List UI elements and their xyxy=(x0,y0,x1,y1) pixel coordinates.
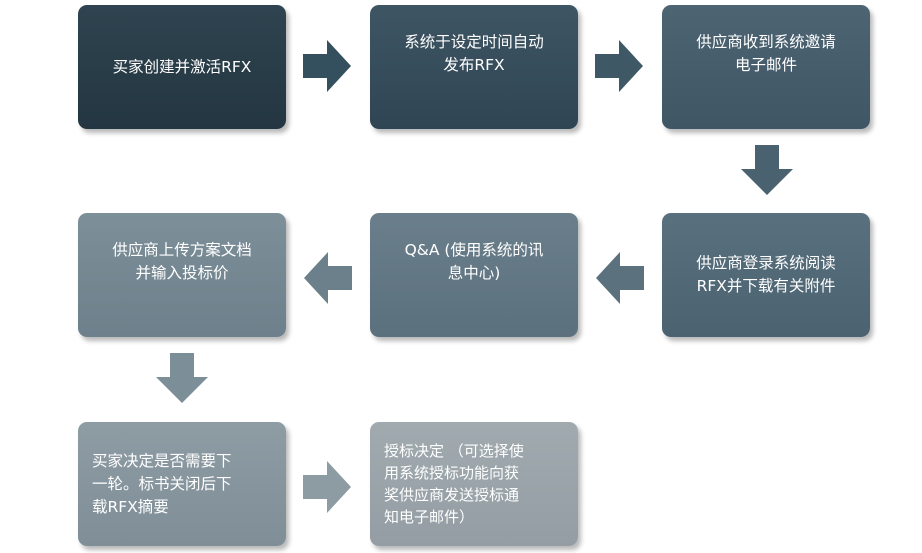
step-supplier-upload: 供应商上传方案文档 并输入投标价 xyxy=(78,213,286,337)
step-award: 授标决定 （可选择使 用系统授标功能向获 奖供应商发送授标通 知电子邮件） xyxy=(370,422,578,546)
arrow-left-icon xyxy=(304,252,352,304)
arrow-right-icon xyxy=(303,40,351,92)
arrow-right-icon xyxy=(303,461,351,513)
step-system-publish-text: 系统于设定时间自动 发布RFX xyxy=(404,33,544,74)
step-supplier-receive: 供应商收到系统邀请 电子邮件 xyxy=(662,5,870,129)
step-buyer-decide: 买家决定是否需要下 一轮。标书关闭后下 载RFX摘要 xyxy=(78,422,286,546)
step-supplier-login: 供应商登录系统阅读 RFX并下载有关附件 xyxy=(662,213,870,337)
step-award-text: 授标决定 （可选择使 用系统授标功能向获 奖供应商发送授标通 知电子邮件） xyxy=(384,442,524,526)
arrow-right-icon xyxy=(595,40,643,92)
step-supplier-upload-text: 供应商上传方案文档 并输入投标价 xyxy=(112,241,252,282)
step-buyer-decide-text: 买家决定是否需要下 一轮。标书关闭后下 载RFX摘要 xyxy=(92,451,232,516)
step-buyer-create-text: 买家创建并激活RFX xyxy=(112,57,252,76)
step-buyer-create: 买家创建并激活RFX xyxy=(78,5,286,129)
arrow-left-icon xyxy=(596,252,644,304)
arrow-down-icon xyxy=(156,353,208,403)
step-qa-text: Q&A (使用系统的讯 息中心) xyxy=(404,241,544,282)
step-supplier-login-text: 供应商登录系统阅读 RFX并下载有关附件 xyxy=(696,254,836,295)
arrow-down-icon xyxy=(741,145,793,195)
step-qa: Q&A (使用系统的讯 息中心) xyxy=(370,213,578,337)
step-supplier-receive-text: 供应商收到系统邀请 电子邮件 xyxy=(696,33,836,74)
step-system-publish: 系统于设定时间自动 发布RFX xyxy=(370,5,578,129)
